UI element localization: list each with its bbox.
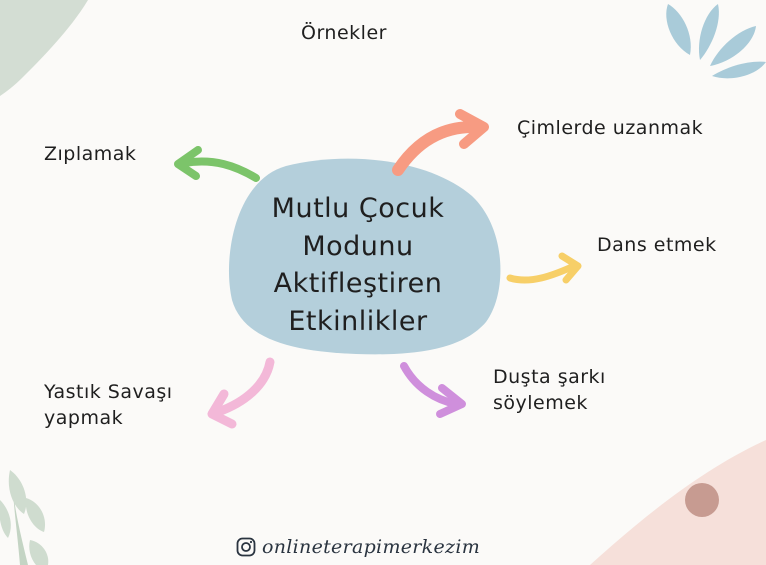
branch-label-dusta: Duşta şarkı söylemek	[493, 364, 606, 416]
leaf-spray-decoration	[666, 4, 766, 79]
bottom-right-wave	[590, 440, 766, 565]
branch-label-cimlerde: Çimlerde uzanmak	[517, 117, 704, 139]
branch-label-yastik: Yastık Savaşı yapmak	[44, 379, 173, 431]
branch-label-line: Duşta şarkı	[493, 366, 606, 388]
leaf-branch-decoration	[0, 470, 49, 565]
branch-label-line: Yastık Savaşı	[44, 381, 173, 403]
footer-handle: onlineterapimerkezim	[262, 536, 481, 558]
center-topic-line: Modunu	[302, 230, 414, 262]
center-topic-line: Mutlu Çocuk	[271, 193, 445, 224]
center-topic-line: Etkinlikler	[288, 305, 428, 337]
page-title: Örnekler	[301, 22, 387, 44]
branch-label-line: söylemek	[493, 392, 588, 414]
arrow-dusta	[400, 362, 466, 418]
center-topic: Mutlu Çocuk Modunu Aktifleştiren Etkinli…	[236, 190, 480, 340]
center-topic-line: Aktifleştiren	[273, 268, 443, 299]
center-blob	[228, 158, 501, 355]
instagram-icon	[236, 537, 256, 557]
branch-label-dans: Dans etmek	[597, 234, 717, 256]
footer-brand: onlineterapimerkezim	[236, 534, 480, 560]
branch-label-line: yapmak	[44, 407, 124, 429]
brown-dot	[685, 483, 719, 517]
arrow-yastik	[207, 357, 275, 429]
branch-label-ziplamak: Zıplamak	[44, 143, 137, 165]
top-left-blob	[0, 0, 88, 96]
arrow-dans	[506, 252, 582, 284]
arrow-ziplamak	[174, 146, 260, 182]
arrow-cimlerde	[392, 109, 489, 176]
